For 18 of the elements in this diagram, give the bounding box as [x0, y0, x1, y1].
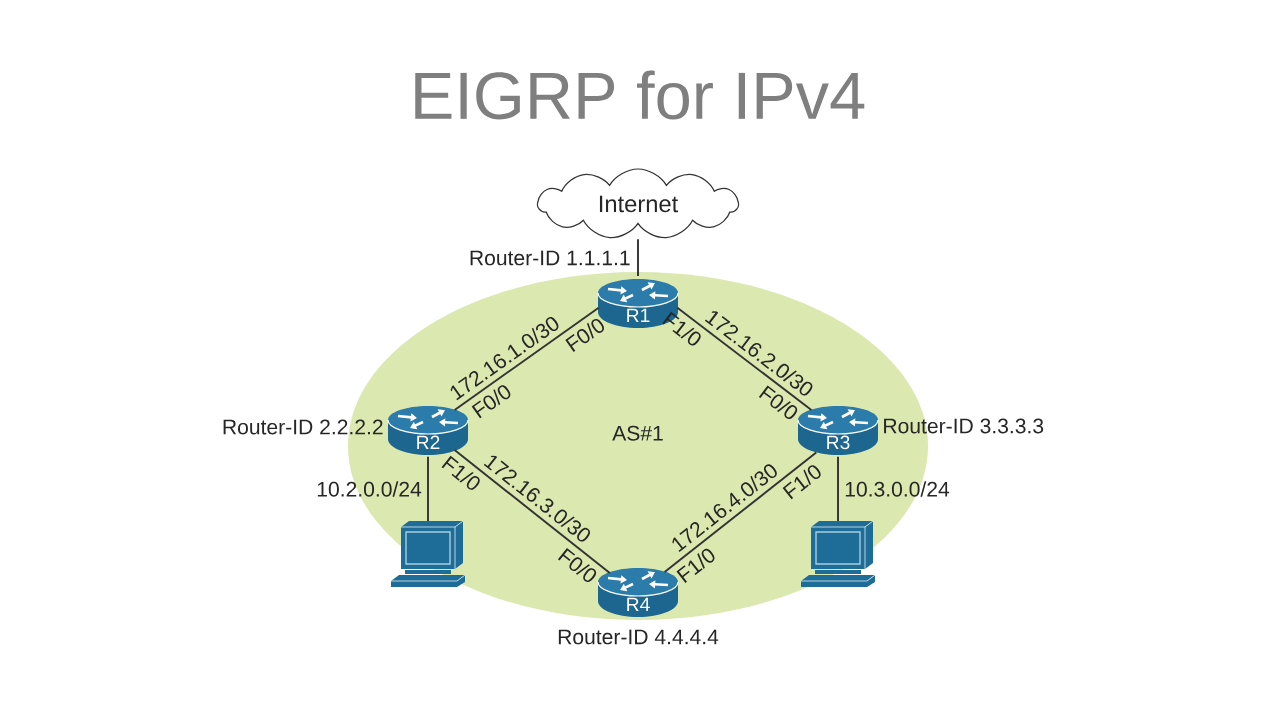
router-id-label: Router-ID 3.3.3.3 [884, 418, 1044, 434]
interface-label: F1/0 [441, 455, 480, 490]
interface-label: F1/0 [782, 465, 821, 500]
link-line [453, 306, 600, 411]
router-id-label: Router-ID 1.1.1.1 [470, 250, 630, 266]
link-line [676, 306, 813, 411]
router: R3 [797, 406, 879, 455]
router-id-label: Router-ID 4.4.4.4 [558, 629, 719, 645]
link-line [453, 449, 611, 574]
edge-label: 10.2.0.0/24 [317, 481, 422, 497]
link-line [837, 455, 839, 522]
link-line [663, 451, 818, 573]
router-id-label: Router-ID 2.2.2.2 [223, 419, 383, 435]
link-line [427, 455, 429, 522]
router: R2 [387, 406, 469, 455]
title: EIGRP for IPv4 [415, 70, 865, 120]
edge-label: 10.3.0.0/24 [845, 481, 950, 497]
cloud: Internet [536, 168, 740, 239]
